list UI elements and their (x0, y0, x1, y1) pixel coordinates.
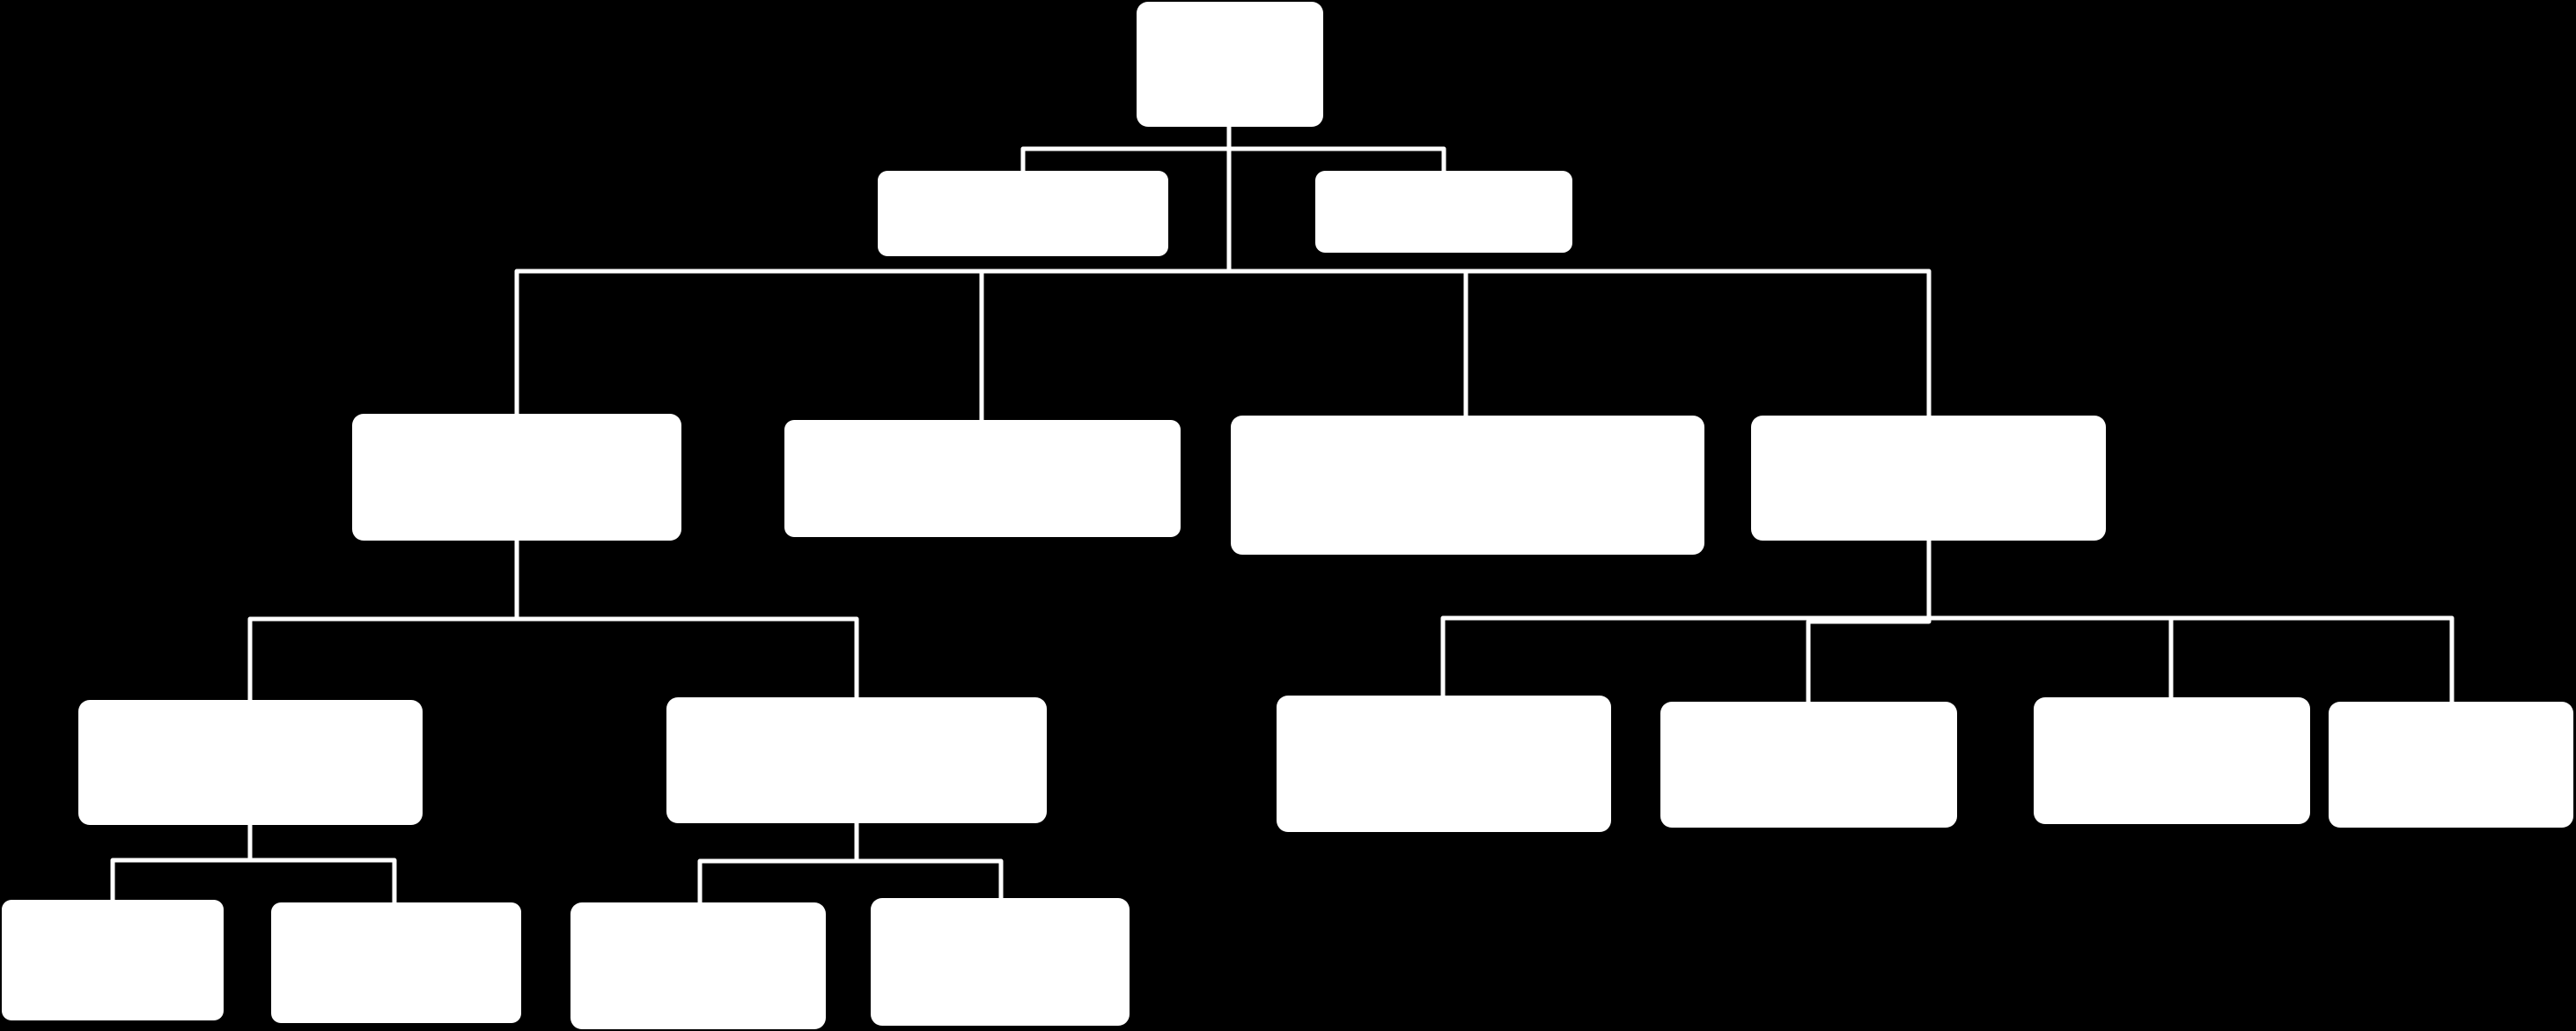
connector-root-l2-2 (979, 269, 1232, 423)
org-box-l4-1[interactable] (2, 900, 224, 1020)
org-box-l3-1[interactable] (78, 700, 423, 825)
connector-l2-1-l3-2 (514, 616, 859, 700)
org-box-l4-2[interactable] (271, 902, 521, 1023)
connector-l2-4-l3-5 (1926, 615, 2174, 700)
connector-l3-1-l4-2 (247, 858, 397, 905)
connector-l2-1-l3-1 (247, 616, 519, 703)
connector-root-l2-4 (1226, 269, 1932, 418)
org-box-assistant-right[interactable] (1315, 171, 1572, 253)
connector-l2-4-l3-3 (1440, 615, 1932, 698)
connector-root-assistant-right (1226, 146, 1446, 173)
org-box-l4-4[interactable] (871, 898, 1130, 1026)
org-box-l2-2[interactable] (784, 420, 1181, 537)
org-box-l4-3[interactable] (570, 902, 826, 1029)
org-box-l2-3[interactable] (1231, 416, 1704, 555)
connector-l3-1-l4-1 (110, 858, 253, 902)
org-box-root[interactable] (1137, 2, 1323, 127)
org-box-l2-1[interactable] (352, 414, 681, 541)
connector-l2-4-l3-6 (2168, 615, 2455, 704)
org-box-l3-2[interactable] (666, 697, 1047, 823)
connector-l3-2-l4-3 (697, 858, 859, 905)
org-box-l3-5[interactable] (2034, 697, 2310, 824)
org-box-l3-6[interactable] (2329, 702, 2573, 828)
org-box-l3-3[interactable] (1277, 696, 1611, 832)
connector-l3-2-l4-4 (854, 858, 1004, 901)
org-box-assistant-left[interactable] (878, 171, 1168, 256)
connector-root-l2-1 (514, 269, 1232, 416)
org-box-l2-4[interactable] (1751, 416, 2106, 541)
org-box-l3-4[interactable] (1660, 702, 1957, 828)
connector-l2-4-l3-4 (1806, 615, 1932, 704)
connector-root-assistant-left (1020, 121, 1232, 173)
connector-root-l2-3 (1226, 269, 1468, 418)
